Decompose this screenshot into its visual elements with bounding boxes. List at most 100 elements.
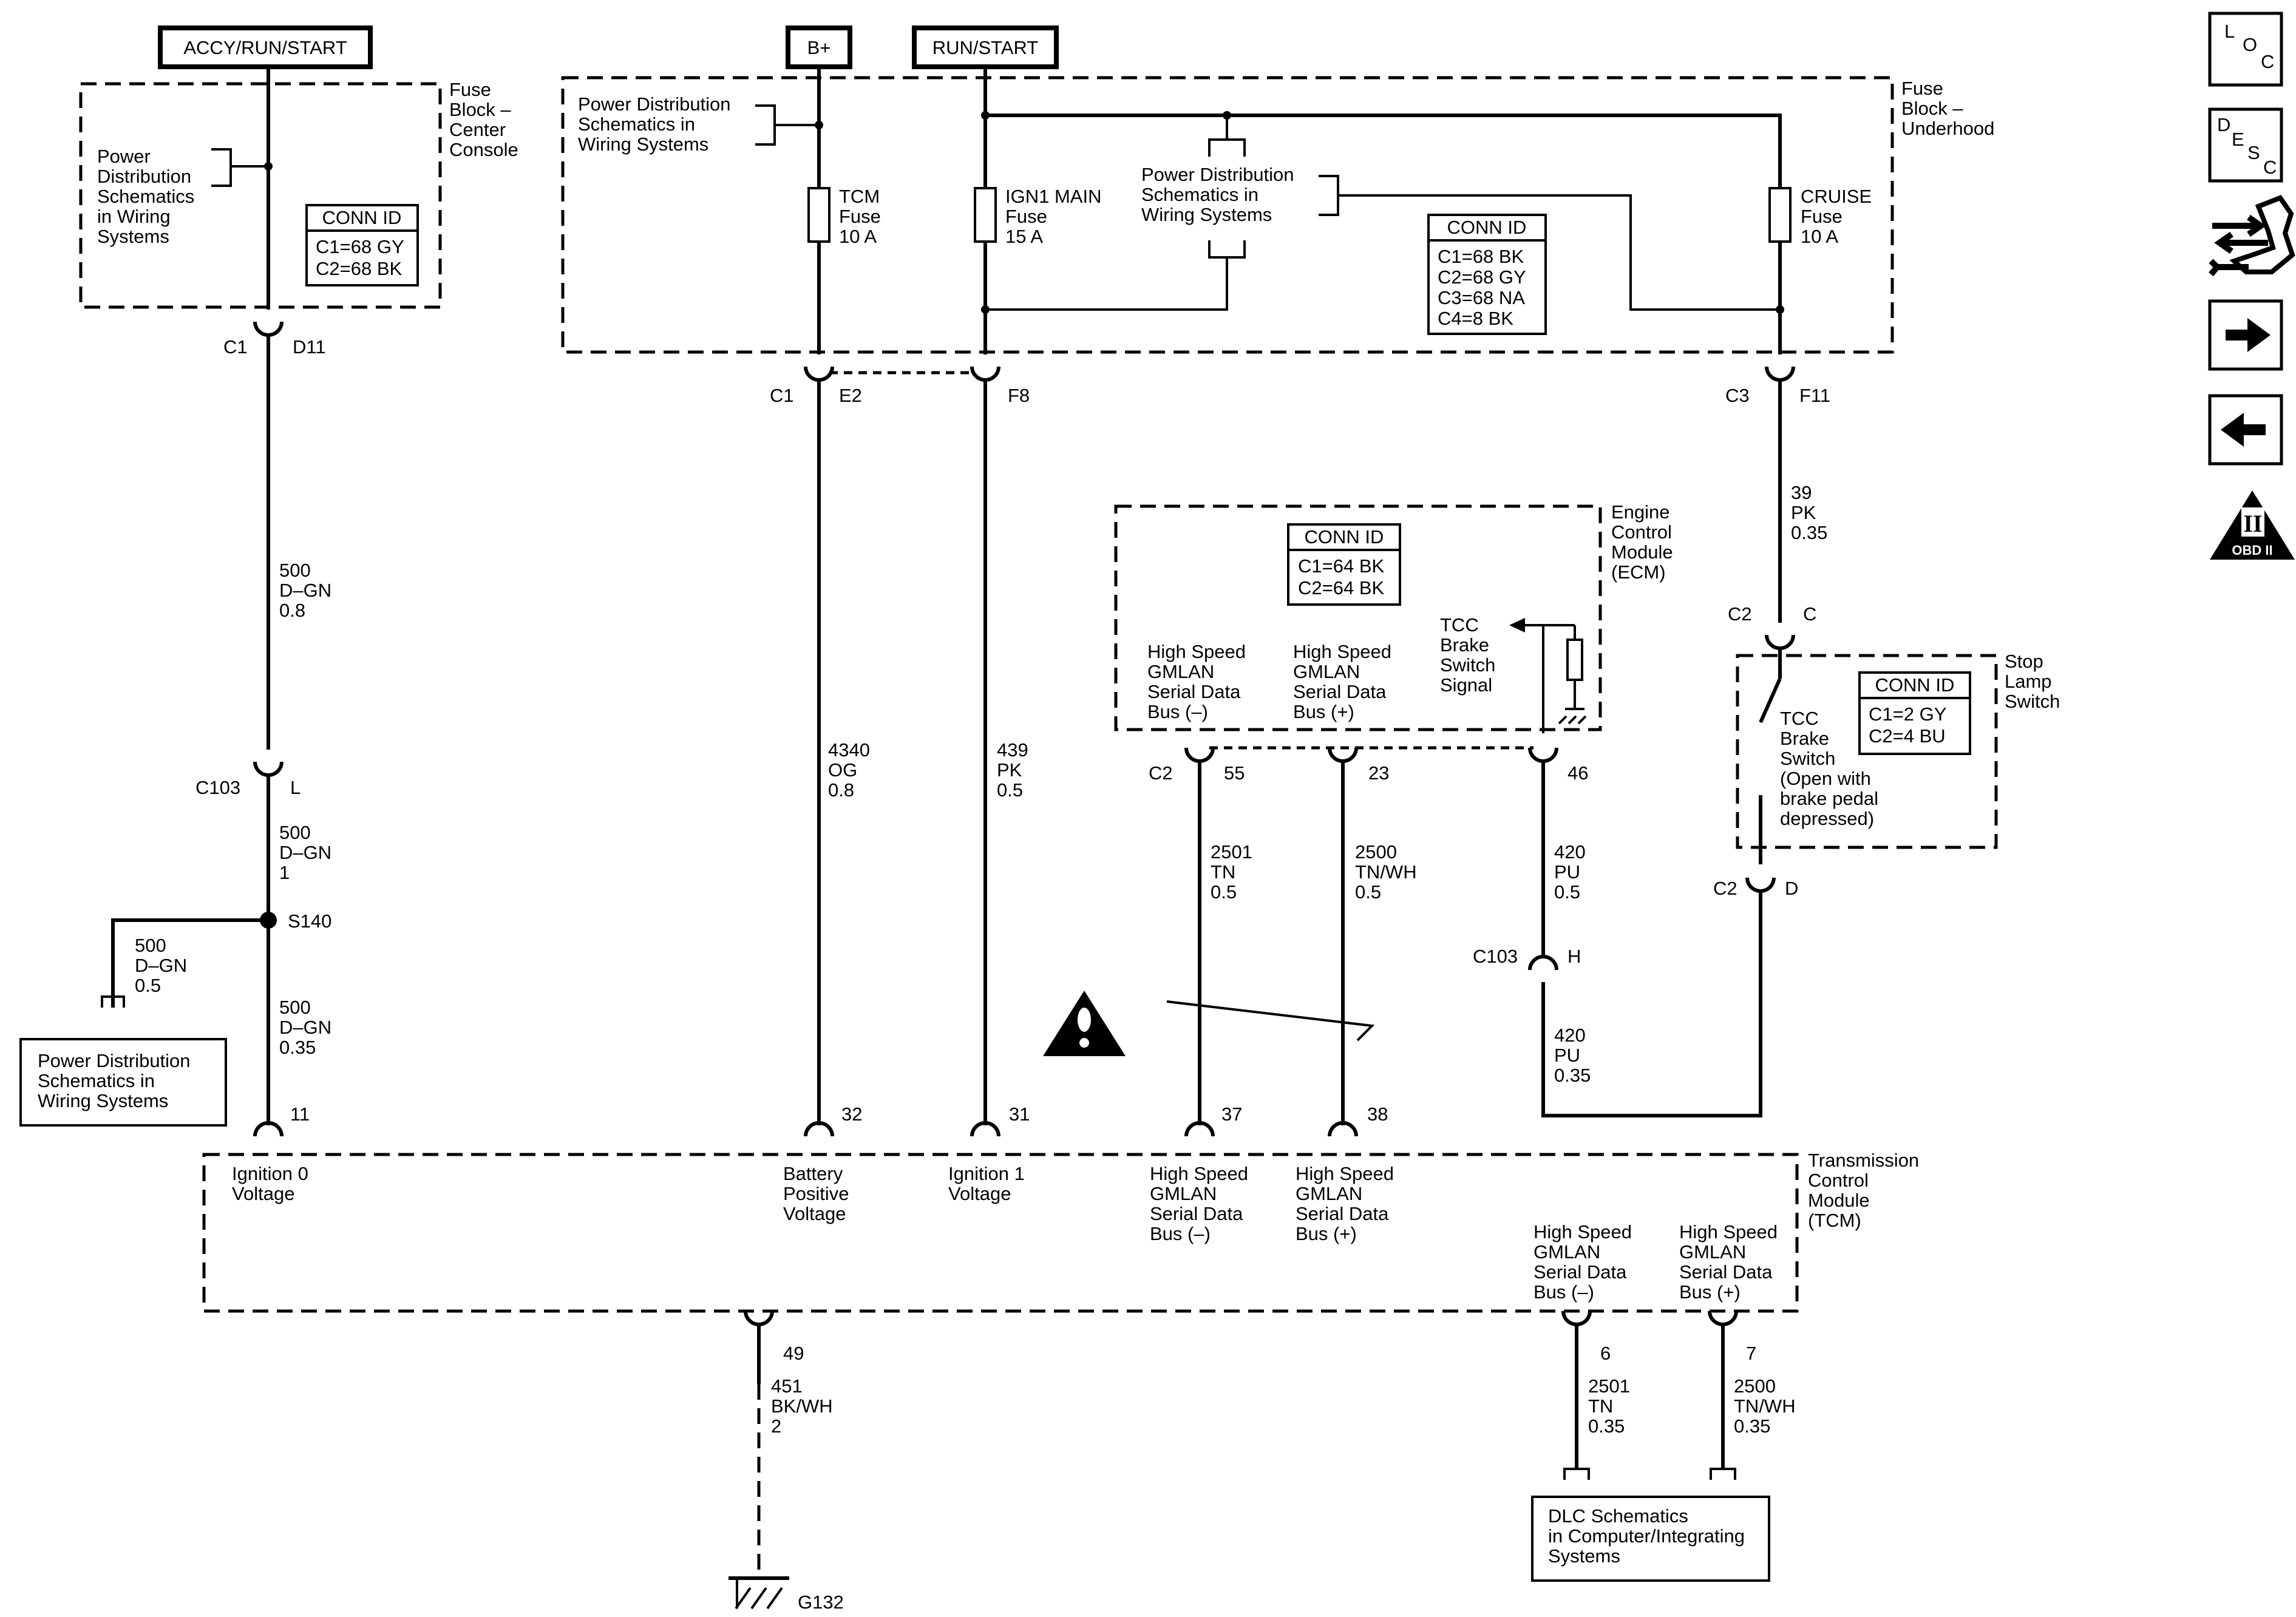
power-dist-mid-right-bracket	[1319, 175, 1339, 216]
obd-ii-icon[interactable]: II OBD II	[2210, 490, 2295, 560]
ecm-tcc-signal-label: TCC Brake Switch Signal	[1440, 614, 1495, 696]
svg-text:E: E	[2232, 129, 2244, 150]
tcm-battery-label: Battery Positive Voltage	[783, 1163, 849, 1224]
svg-text:Block –: Block –	[1901, 98, 1963, 119]
svg-text:Signal: Signal	[1440, 674, 1492, 696]
svg-text:TCC: TCC	[1780, 708, 1819, 729]
wire-label-500-1: 500 D–GN 1	[279, 822, 331, 883]
svg-text:GMLAN: GMLAN	[1293, 661, 1360, 682]
svg-text:Engine: Engine	[1611, 501, 1670, 523]
wire-label-2501-ecm: 2501 TN 0.5	[1211, 841, 1252, 903]
svg-text:Serial Data: Serial Data	[1296, 1203, 1389, 1224]
svg-text:C2=68 BK: C2=68 BK	[316, 258, 402, 279]
svg-text:0.35: 0.35	[279, 1037, 316, 1058]
wire-label-500-0.5: 500 D–GN 0.5	[135, 935, 187, 996]
wire-420-return	[1541, 890, 1762, 1117]
pin-c2-stoplamp-bottom: C2	[1713, 878, 1737, 899]
power-distribution-ref-mid-left: Power Distribution Schematics in Wiring …	[578, 93, 731, 155]
description-nav-button[interactable]: D E S C	[2208, 107, 2283, 183]
svg-text:PK: PK	[1791, 502, 1816, 523]
svg-text:Schematics in: Schematics in	[578, 114, 695, 135]
svg-text:500: 500	[279, 560, 311, 581]
svg-text:High Speed: High Speed	[1293, 641, 1391, 662]
wire-label-439: 439 PK 0.5	[997, 739, 1028, 801]
svg-text:GMLAN: GMLAN	[1296, 1183, 1362, 1204]
power-distribution-ref-bottom-left: Power Distribution Schematics in Wiring …	[19, 1038, 227, 1127]
tcm-dlc-plus-label: High Speed GMLAN Serial Data Bus (+)	[1679, 1221, 1778, 1303]
svg-text:Fuse: Fuse	[1901, 78, 1943, 99]
svg-text:C1=2 GY: C1=2 GY	[1869, 703, 1946, 725]
svg-text:RUN/START: RUN/START	[932, 37, 1039, 58]
svg-text:Brake: Brake	[1440, 634, 1489, 656]
splice-dot	[981, 111, 990, 120]
svg-text:Console: Console	[449, 139, 518, 160]
location-nav-button[interactable]: L O C	[2208, 12, 2283, 87]
pin-55: 55	[1224, 762, 1245, 784]
svg-text:451: 451	[771, 1375, 803, 1397]
svg-text:C: C	[2261, 51, 2274, 72]
svg-text:in Wiring: in Wiring	[97, 206, 171, 227]
wire-mid-bottom	[985, 257, 1228, 311]
svg-text:Bus (+): Bus (+)	[1679, 1281, 1741, 1303]
svg-text:500: 500	[279, 822, 311, 843]
svg-text:15 A: 15 A	[1005, 226, 1043, 247]
pin-c-stoplamp: C	[1803, 603, 1816, 625]
svg-text:Control: Control	[1808, 1170, 1869, 1191]
svg-text:Block –: Block –	[449, 99, 511, 120]
connector-end-view-icon[interactable]	[2209, 195, 2295, 277]
pin-49: 49	[783, 1343, 804, 1364]
svg-text:Systems: Systems	[97, 226, 169, 247]
pin-37: 37	[1221, 1103, 1242, 1125]
wire-label-451: 451 BK/WH 2	[771, 1375, 833, 1437]
wire-label-4340: 4340 OG 0.8	[828, 739, 870, 801]
tcm-label: Transmission Control Module (TCM)	[1808, 1150, 1919, 1231]
svg-text:B+: B+	[807, 37, 831, 58]
tcm-gmlan-minus-label: High Speed GMLAN Serial Data Bus (–)	[1150, 1163, 1248, 1244]
twisted-pair-marker	[1166, 1000, 1375, 1042]
pin-7: 7	[1746, 1343, 1756, 1364]
svg-text:High Speed: High Speed	[1147, 641, 1246, 662]
svg-text:Switch: Switch	[2005, 691, 2060, 712]
svg-text:L: L	[2224, 21, 2235, 42]
svg-text:BK/WH: BK/WH	[771, 1395, 833, 1417]
svg-text:C: C	[2263, 157, 2277, 178]
wire-label-420-0.35: 420 PU 0.35	[1554, 1025, 1591, 1086]
conn-id-ecm: CONN ID C1=64 BK C2=64 BK	[1287, 523, 1401, 606]
svg-text:D–GN: D–GN	[279, 842, 331, 863]
power-dist-mid-left-bracket	[755, 104, 818, 146]
svg-text:Positive: Positive	[783, 1183, 849, 1204]
svg-text:C3=68 NA: C3=68 NA	[1438, 287, 1525, 308]
svg-text:0.8: 0.8	[279, 600, 305, 621]
svg-text:TCC: TCC	[1440, 614, 1479, 636]
wire-mid-right	[1338, 194, 1780, 311]
svg-text:Power Distribution: Power Distribution	[578, 93, 731, 115]
dlc-right-bracket	[1710, 1468, 1736, 1480]
previous-page-button[interactable]	[2208, 394, 2283, 466]
conn-id-stoplamp: CONN ID C1=2 GY C2=4 BU	[1858, 671, 1971, 755]
pin-c1-mid: C1	[770, 385, 794, 406]
svg-text:2501: 2501	[1588, 1375, 1630, 1397]
cruise-fuse: CRUISE Fuse 10 A	[1768, 186, 1872, 247]
caution-icon[interactable]	[1043, 991, 1126, 1056]
fuse-block-underhood-outline	[561, 76, 1894, 354]
ecm-outline	[1114, 504, 1602, 731]
pin-23: 23	[1368, 762, 1389, 784]
pin-l: L	[290, 777, 301, 798]
svg-text:39: 39	[1791, 482, 1812, 503]
b-plus-header: B+	[786, 25, 852, 69]
ecm-gmlan-minus-label: High Speed GMLAN Serial Data Bus (–)	[1147, 641, 1246, 722]
svg-text:C2=64 BK: C2=64 BK	[1298, 577, 1385, 598]
svg-text:brake pedal: brake pedal	[1780, 788, 1878, 809]
svg-text:Ignition 1: Ignition 1	[948, 1163, 1025, 1184]
pin-s140: S140	[288, 910, 331, 932]
connector-symbols	[253, 321, 1795, 1326]
svg-text:420: 420	[1554, 841, 1586, 863]
wire-label-39: 39 PK 0.35	[1791, 482, 1827, 543]
ecm-gmlan-plus-label: High Speed GMLAN Serial Data Bus (+)	[1293, 641, 1391, 722]
svg-text:GMLAN: GMLAN	[1679, 1241, 1746, 1263]
next-page-button[interactable]	[2208, 299, 2283, 371]
svg-text:TN/WH: TN/WH	[1355, 861, 1417, 883]
svg-text:TN: TN	[1211, 861, 1235, 883]
svg-text:2501: 2501	[1211, 841, 1252, 863]
